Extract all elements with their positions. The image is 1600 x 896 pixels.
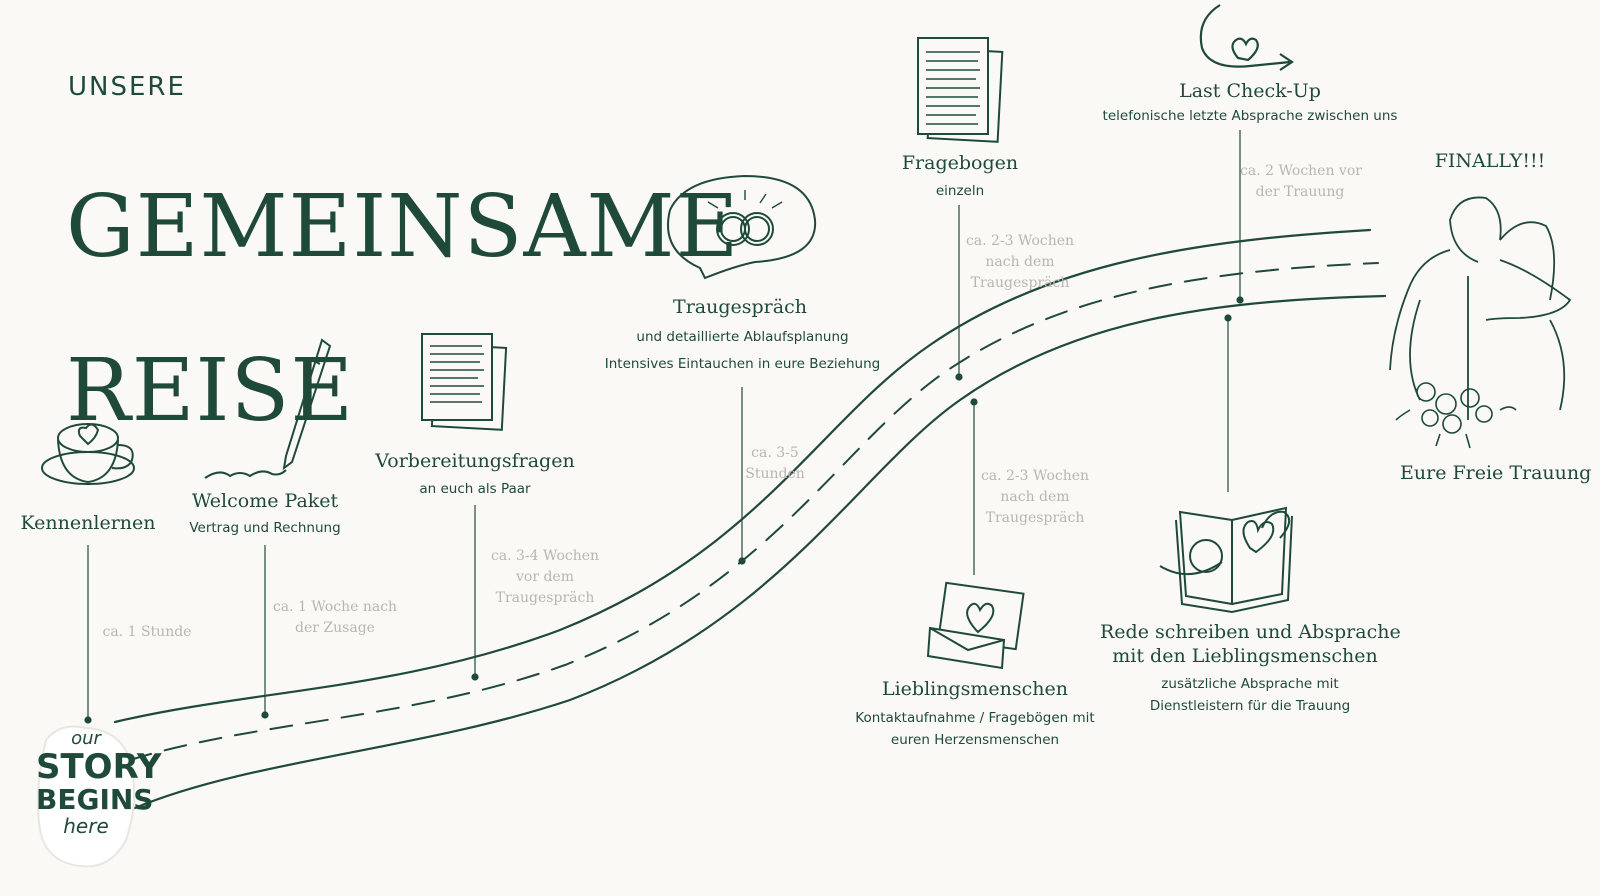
- step-duration-lieblingsmenschen: ca. 2-3 Wochen nach dem Traugespräch: [980, 468, 1090, 526]
- step-label-welcome-paket: Welcome Paket: [191, 490, 339, 512]
- step-subtitle-vorbereitungsfragen: an euch als Paar: [419, 481, 531, 497]
- finale-label: FINALLY!!!: [1434, 150, 1546, 172]
- road-lower-edge: [133, 294, 1387, 810]
- story-badge-line3: BEGINS: [36, 783, 154, 816]
- heart-envelope-icon: [926, 581, 1025, 670]
- step-subtitle-traugespraech: und detaillierte Ablaufsplanung Intensiv…: [604, 329, 881, 372]
- heart-arrow-icon: [1199, 4, 1294, 71]
- step-label-lieblingsmenschen: Lieblingsmenschen: [881, 678, 1068, 700]
- step-label-rede-schreiben: Rede schreiben und Absprache mit den Lie…: [1100, 621, 1401, 667]
- step-label-traugespraech: Traugespräch: [673, 296, 807, 318]
- step-label-kennenlernen: Kennenlernen: [20, 512, 156, 534]
- documents-icon-2: [917, 37, 1004, 143]
- coffee-cup-icon: [41, 423, 135, 485]
- step-subtitle-rede-schreiben: zusätzliche Absprache mit Dienstleistern…: [1149, 676, 1351, 714]
- step-duration-last-check-up: ca. 2 Wochen vor der Trauung: [1240, 163, 1362, 200]
- story-badge-line1: our: [71, 728, 101, 749]
- road-center-dashes: [129, 262, 1379, 761]
- title-eyebrow: UNSERE: [68, 72, 186, 102]
- book-hearts-icon: [1159, 506, 1293, 614]
- step-duration-kennenlernen: ca. 1 Stunde: [102, 624, 192, 640]
- step-label-freie-trauung: Eure Freie Trauung: [1400, 462, 1592, 484]
- step-label-vorbereitungsfragen: Vorbereitungsfragen: [375, 450, 575, 472]
- story-badge-line2: STORY: [36, 747, 162, 787]
- rings-speech-bubble-icon: [667, 174, 817, 280]
- step-subtitle-last-check-up: telefonische letzte Absprache zwischen u…: [1102, 108, 1398, 124]
- step-subtitle-fragebogen: einzeln: [935, 183, 985, 199]
- step-subtitle-lieblingsmenschen: Kontaktaufnahme / Fragebögen mit euren H…: [855, 710, 1095, 748]
- step-duration-traugespraech: ca. 3-5 Stunden: [745, 445, 805, 482]
- step-subtitle-welcome-paket: Vertrag und Rechnung: [189, 520, 341, 536]
- couple-illustration-icon: [1389, 196, 1572, 449]
- step-label-fragebogen: Fragebogen: [901, 152, 1019, 174]
- story-badge: our STORY BEGINS here: [36, 728, 162, 838]
- step-duration-vorbereitungsfragen: ca. 3-4 Wochen vor dem Traugespräch: [490, 548, 600, 606]
- step-label-last-check-up: Last Check-Up: [1179, 80, 1321, 102]
- road-upper-edge: [113, 228, 1372, 724]
- story-badge-shape: [37, 725, 136, 868]
- step-duration-fragebogen: ca. 2-3 Wochen nach dem Traugespräch: [965, 233, 1075, 291]
- documents-icon: [421, 333, 508, 431]
- story-badge-line4: here: [63, 814, 109, 838]
- pen-icon: [204, 338, 332, 479]
- step-duration-welcome-paket: ca. 1 Woche nach der Zusage: [272, 599, 398, 636]
- title-line-1: GEMEINSAME: [66, 177, 740, 277]
